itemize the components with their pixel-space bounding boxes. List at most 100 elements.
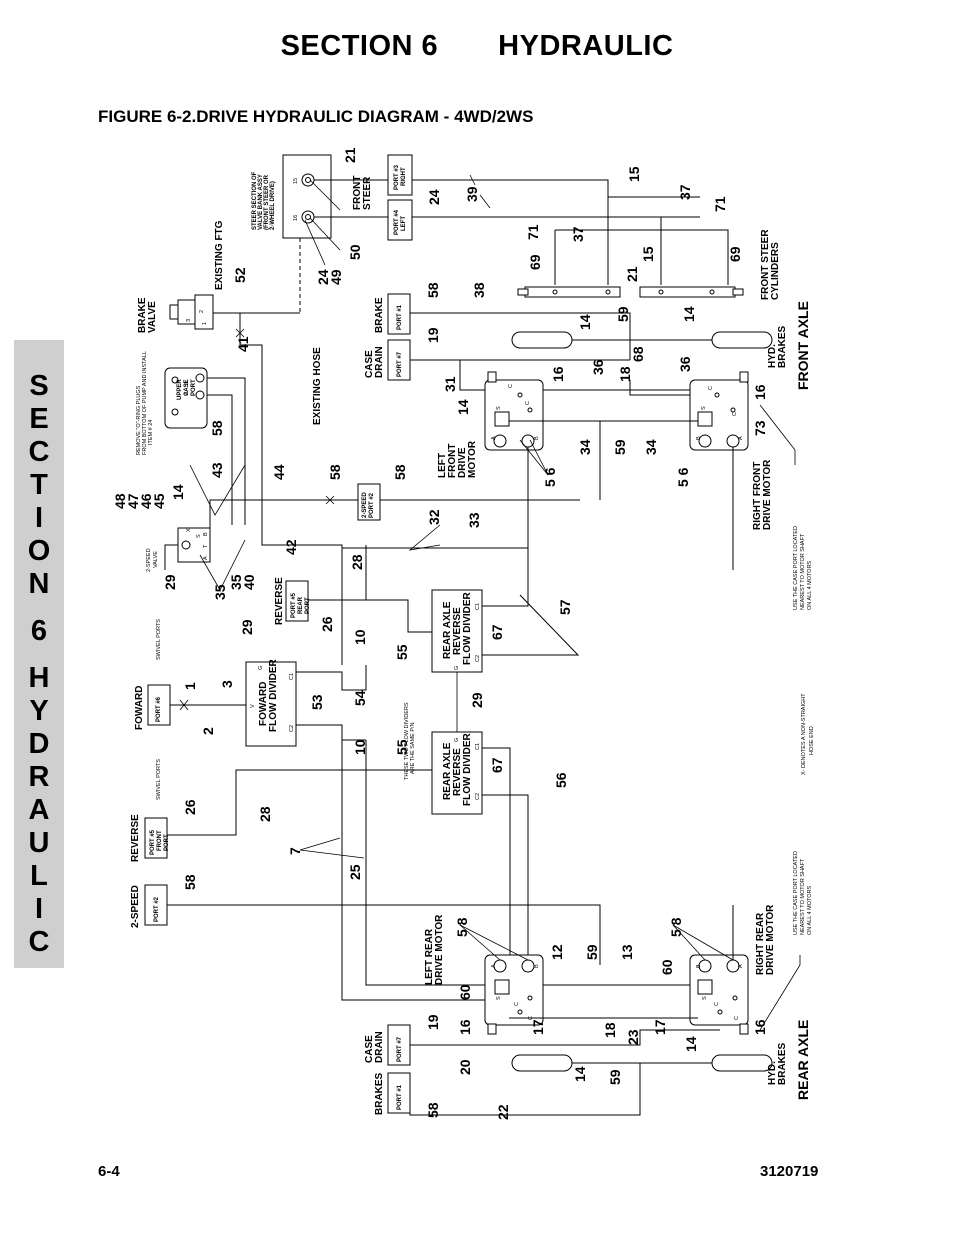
left-front-drive-motor-label: LEFT FRONT DRIVE MOTOR (437, 440, 478, 478)
side-tab-letter: L (30, 860, 48, 892)
callout-numbers: 21 24 39 15 37 71 71 37 15 69 69 21 50 2… (112, 147, 768, 1120)
svg-text:PORT #6: PORT #6 (156, 696, 162, 722)
svg-text:28: 28 (349, 554, 365, 570)
svg-text:43: 43 (209, 462, 225, 478)
svg-text:67: 67 (489, 624, 505, 640)
svg-text:2: 2 (200, 727, 216, 735)
svg-text:50: 50 (347, 244, 363, 260)
svg-text:19: 19 (425, 327, 441, 343)
svg-text:15: 15 (626, 166, 642, 182)
foward-label: FOWARD (134, 686, 145, 730)
svg-text:3: 3 (186, 319, 192, 322)
svg-text:2: 2 (199, 310, 205, 313)
svg-text:G: G (258, 666, 264, 670)
svg-text:58: 58 (392, 464, 408, 480)
svg-text:A: A (491, 436, 497, 440)
side-tab-letter: 6 (30, 615, 48, 647)
svg-text:A: A (738, 436, 744, 440)
side-tab-letter: Y (29, 695, 49, 727)
rear-case-drain-port7 (387, 1024, 411, 1066)
two-speed-valve-label: 2-SPEED VALVE (146, 547, 159, 572)
svg-text:22: 22 (495, 1104, 511, 1120)
svg-text:A: A (491, 964, 497, 968)
side-tab-letter: D (28, 728, 50, 760)
svg-text:47: 47 (125, 493, 141, 509)
side-tab-letter: T (30, 469, 48, 501)
svg-text:29: 29 (239, 619, 255, 635)
remove-plugs-note: REMOVE "O"-RING PLUGS FROM BOTTOM OF PUM… (136, 350, 154, 455)
figure-title: FIGURE 6-2.DRIVE HYDRAULIC DIAGRAM - 4WD… (98, 107, 534, 126)
side-tab-letter: I (34, 893, 44, 925)
svg-text:18: 18 (602, 1022, 618, 1038)
svg-text:V: V (250, 704, 256, 708)
svg-text:X: X (186, 528, 192, 532)
upper-case-port-label: UPPER CASE PORT (177, 378, 197, 400)
steer-cylinder-right (639, 286, 736, 298)
side-tab-letter: E (29, 403, 49, 435)
svg-text:17: 17 (530, 1019, 546, 1035)
svg-text:59: 59 (615, 306, 631, 322)
svg-text:B: B (184, 381, 190, 385)
side-tab-letter: O (27, 535, 51, 567)
rear-brakes-port1 (387, 1072, 411, 1114)
x-denotes-note: X- DENOTES A NON-STRAIGHT HOSE END (801, 692, 815, 775)
hyd-brake-rear-left (511, 1054, 573, 1072)
svg-text:14: 14 (455, 399, 471, 415)
right-front-drive-motor (689, 379, 749, 451)
svg-text:38: 38 (471, 282, 487, 298)
left-rear-drive-motor-label: LEFT REAR DRIVE MOTOR (424, 914, 445, 985)
svg-text:28: 28 (257, 806, 273, 822)
svg-text:5 6: 5 6 (675, 467, 691, 487)
svg-text:21: 21 (342, 147, 358, 163)
port5-rear-box (285, 580, 309, 622)
svg-text:PORT #2: PORT #2 (154, 896, 160, 922)
right-rear-drive-motor-label: RIGHT REAR DRIVE MOTOR (755, 904, 776, 975)
svg-text:58: 58 (425, 1102, 441, 1118)
svg-text:36: 36 (677, 356, 693, 372)
same-pn-note: THESE TWO FLOW DIVIDERS ARE THE SAME P/N (404, 701, 416, 780)
page-number: 6-4 (98, 1163, 120, 1180)
front-brake-label: BRAKE (374, 297, 385, 333)
swivel-ports-bottom: SWIVEL PORTS (156, 759, 162, 800)
svg-text:34: 34 (643, 439, 659, 455)
svg-text:14: 14 (572, 1066, 588, 1082)
svg-text:24: 24 (315, 269, 331, 285)
svg-text:B: B (534, 436, 540, 440)
hyd-brake-front-left (511, 331, 573, 349)
two-speed-label: 2-SPEED (130, 885, 141, 928)
svg-text:41: 41 (235, 336, 251, 352)
svg-text:19: 19 (425, 1014, 441, 1030)
svg-text:48: 48 (112, 493, 128, 509)
svg-text:73: 73 (752, 420, 768, 436)
front-axle-label: FRONT AXLE (795, 301, 811, 390)
svg-text:PORT #7: PORT #7 (397, 1036, 403, 1062)
svg-text:31: 31 (442, 376, 458, 392)
hyd-brake-rear-right (711, 1054, 773, 1072)
port3-right-box (387, 154, 413, 196)
rear-axle-reverse-flow-divider-bottom (431, 731, 483, 815)
rear-axle-reverse-flow-divider-top (431, 589, 483, 673)
rear-axle-reverse-fd-bottom-label: REAR AXLE REVERSE FLOW DIVIDER (442, 732, 473, 806)
svg-text:PORT #5FRONTPORT: PORT #5FRONTPORT (150, 829, 170, 855)
svg-text:C1: C1 (475, 743, 481, 750)
svg-text:58: 58 (209, 420, 225, 436)
side-tab-letter: N (28, 568, 50, 600)
svg-text:59: 59 (584, 944, 600, 960)
svg-text:PORT #4LEFT: PORT #4LEFT (394, 209, 407, 235)
rear-axle-label: REAR AXLE (795, 1020, 811, 1100)
swivel-ports-top: SWIVEL PORTS (156, 619, 162, 660)
svg-text:C1: C1 (475, 603, 481, 610)
svg-text:C: C (508, 384, 514, 388)
steer-section-label: STEER SECTION OF VALVE BANK ASSY (FRONT … (252, 170, 276, 230)
svg-text:PORT #3RIGHT: PORT #3RIGHT (394, 164, 407, 190)
right-front-drive-motor-label: RIGHT FRONT DRIVE MOTOR (752, 459, 773, 530)
front-hyd-brakes-label: HYD. BRAKES (767, 325, 788, 368)
svg-text:14: 14 (681, 306, 697, 322)
svg-text:26: 26 (182, 799, 198, 815)
svg-text:S: S (702, 996, 708, 1000)
svg-text:2-SPEEDPORT #2: 2-SPEEDPORT #2 (362, 492, 375, 518)
svg-text:58: 58 (327, 464, 343, 480)
svg-text:23: 23 (625, 1029, 641, 1045)
svg-text:10: 10 (352, 739, 368, 755)
svg-text:40: 40 (241, 574, 257, 590)
